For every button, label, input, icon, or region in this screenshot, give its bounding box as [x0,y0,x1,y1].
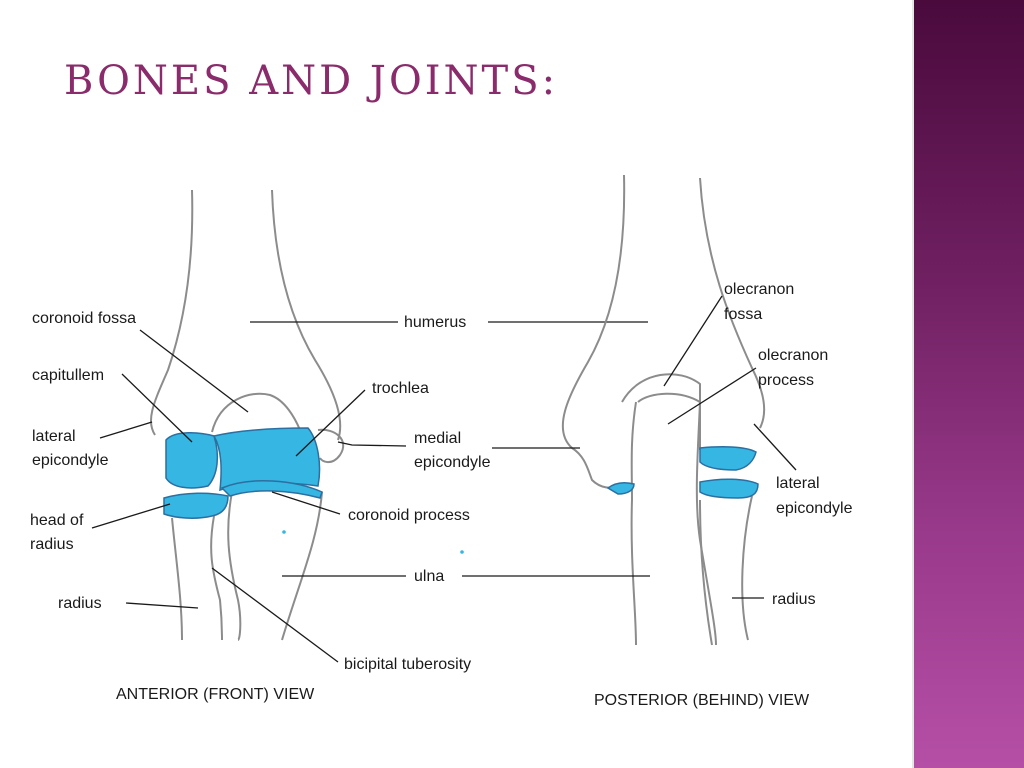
label-bicipital-tuberosity: bicipital tuberosity [344,656,471,673]
label-olecranon-process-line1: olecranon [758,347,828,364]
label-radius-posterior: radius [772,591,816,608]
posterior-radius-right-edge [741,495,753,641]
elbow-bones-diagram: coronoid fossa humerus capitullem trochl… [30,174,853,709]
leader-olecranon-fossa [663,295,723,387]
leader-capitullem [121,373,193,443]
caption-anterior-view: ANTERIOR (FRONT) VIEW [116,686,315,703]
label-radius-anterior: radius [58,595,102,612]
label-olecranon-fossa-line2: fossa [724,306,762,323]
leader-coronoid-fossa [139,329,249,413]
label-capitullem: capitullem [32,367,104,384]
anterior-view [91,189,648,663]
label-olecranon-fossa-line1: olecranon [724,281,794,298]
leader-olecranon-process [667,367,757,425]
slide-area [0,0,912,768]
olecranon-process-outline [621,373,701,450]
label-medial-epicondyle-line1: medial [414,430,461,447]
label-coronoid-fossa: coronoid fossa [32,310,136,327]
caption-posterior-view: POSTERIOR (BEHIND) VIEW [594,692,810,709]
posterior-radius-left-edge [699,499,713,646]
posterior-medial-cartilage [606,482,635,495]
leader-medial-epicondyle-anterior [337,441,407,447]
label-coronoid-process: coronoid process [348,507,470,524]
leader-head-of-radius [91,503,171,529]
anterior-medial-epicondyle-outline [317,428,345,464]
anterior-humerus-left-edge [150,189,194,436]
anterior-ulna-right-edge [281,491,323,641]
leader-coronoid-process [271,491,341,515]
label-lateral-epicondyle-line1: lateral [32,428,76,445]
leader-radius-anterior [125,602,199,609]
leader-trochlea [295,389,366,457]
posterior-lateral-cartilage [699,446,757,471]
slide-title: BONES AND JOINTS: [64,58,559,104]
label-ulna: ulna [414,568,444,585]
anterior-trochlea-outline [211,392,301,433]
olecranon-top-outline [637,392,701,403]
leader-bicipital-tuberosity [211,567,339,663]
trochlea-cartilage [212,427,321,492]
capitulum-cartilage [165,432,219,489]
posterior-humerus-right-edge [699,177,766,429]
decorative-sidebar [912,0,1024,768]
label-head-of-radius-line1: head of [30,512,84,529]
anterior-dot-2 [460,550,464,554]
label-medial-epicondyle-line2: epicondyle [414,454,491,471]
label-lateral-epicondyle-posterior-line1: lateral [776,475,820,492]
posterior-humerus-left-edge [561,174,626,489]
posterior-view [462,174,797,646]
leader-lateral-epicondyle [99,421,153,439]
label-lateral-epicondyle-posterior-line2: epicondyle [776,500,853,517]
label-trochlea: trochlea [372,380,429,397]
posterior-ulna-left-edge [630,401,637,646]
radial-head-cartilage [163,492,229,519]
posterior-radial-head-cartilage [699,478,759,499]
anterior-radius-left-edge [171,517,183,641]
label-olecranon-process-line2: process [758,372,814,389]
anterior-dot-1 [282,530,286,534]
label-humerus: humerus [404,314,466,331]
anterior-radius-right-edge [210,515,223,641]
leader-lateral-epicondyle-posterior [753,423,797,471]
coronoid-cartilage [220,480,323,499]
anterior-ulna-left-edge [227,491,242,641]
label-lateral-epicondyle-line2: epicondyle [32,452,109,469]
label-head-of-radius-line2: radius [30,536,74,553]
